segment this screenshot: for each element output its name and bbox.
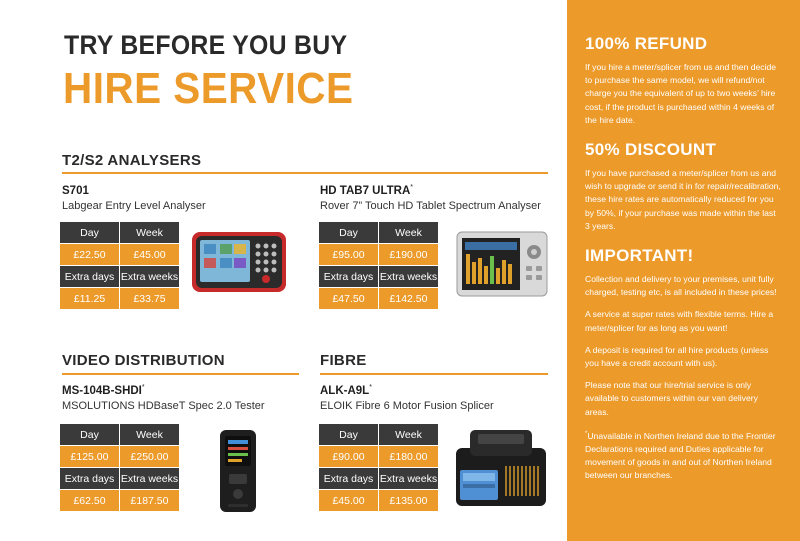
price-week: £190.00 — [378, 243, 439, 266]
refund-text: If you hire a meter/splicer from us and … — [585, 62, 777, 125]
main-column: TRY BEFORE YOU BUY HIRE SERVICE T2/S2 AN… — [59, 30, 548, 512]
important-heading: IMPORTANT! — [585, 246, 694, 266]
section-heading-fibre: FIBRE — [320, 352, 367, 369]
product-code: ALK-A9L* — [320, 384, 372, 397]
note-flexible-terms: A service at super rates with flexible t… — [585, 309, 774, 333]
tablet-analyser-image — [456, 231, 548, 297]
product-description: Labgear Entry Level Analyser — [62, 199, 206, 212]
page-title-line2: HIRE SERVICE — [63, 64, 354, 113]
discount-text: If you have purchased a meter/splicer fr… — [585, 168, 781, 231]
note-collection-delivery: Collection and delivery to your premises… — [585, 274, 777, 298]
price-extra-weeks: £187.50 — [119, 489, 180, 512]
section-rule-video — [62, 373, 299, 375]
product-code: MS-104B-SHDI* — [62, 384, 145, 397]
header-extra-weeks: Extra weeks — [378, 265, 439, 288]
price-extra-weeks: £33.75 — [119, 287, 180, 310]
product-hd-tab7-ultra: HD TAB7 ULTRA* Rover 7” Touch HD Tablet … — [320, 184, 541, 212]
price-day: £95.00 — [318, 243, 379, 266]
price-extra-days: £11.25 — [59, 287, 120, 310]
note-northern-ireland: *Unavailable in Northen Ireland due to t… — [585, 430, 776, 481]
product-s701: S701 Labgear Entry Level Analyser — [62, 184, 206, 212]
discount-heading: 50% DISCOUNT — [585, 140, 717, 160]
header-day: Day — [59, 221, 120, 244]
header-day: Day — [318, 221, 379, 244]
price-extra-weeks: £135.00 — [378, 489, 439, 512]
header-week: Week — [378, 423, 439, 446]
price-day: £22.50 — [59, 243, 120, 266]
header-extra-days: Extra days — [318, 265, 379, 288]
header-day: Day — [59, 423, 120, 446]
section-rule-fibre — [320, 373, 548, 375]
important-block: IMPORTANT! Collection and delivery to yo… — [585, 246, 782, 483]
page-title-line1: TRY BEFORE YOU BUY — [64, 30, 348, 60]
price-week: £45.00 — [119, 243, 180, 266]
product-ms-104b-shdi: MS-104B-SHDI* MSOLUTIONS HDBaseT Spec 2.… — [62, 384, 265, 412]
header-extra-weeks: Extra weeks — [378, 467, 439, 490]
refund-heading: 100% REFUND — [585, 34, 708, 53]
product-code: S701 — [62, 184, 89, 197]
refund-block: 100% REFUND If you hire a meter/splicer … — [585, 34, 782, 127]
info-sidebar: 100% REFUND If you hire a meter/splicer … — [567, 0, 800, 541]
header-extra-weeks: Extra weeks — [119, 265, 180, 288]
price-extra-days: £62.50 — [59, 489, 120, 512]
product-description: MSOLUTIONS HDBaseT Spec 2.0 Tester — [62, 399, 265, 412]
price-extra-weeks: £142.50 — [378, 287, 439, 310]
header-extra-days: Extra days — [59, 467, 120, 490]
price-day: £90.00 — [318, 445, 379, 468]
product-alk-a9l: ALK-A9L* ELOIK Fibre 6 Motor Fusion Spli… — [320, 384, 494, 412]
product-description: Rover 7” Touch HD Tablet Spectrum Analys… — [320, 199, 541, 212]
price-day: £125.00 — [59, 445, 120, 468]
note-deposit: A deposit is required for all hire produ… — [585, 344, 769, 369]
note-delivery-areas: Please note that our hire/trial service … — [585, 380, 758, 417]
analyser-device-image — [192, 232, 286, 292]
section-heading-t2s2: T2/S2 ANALYSERS — [62, 152, 202, 169]
header-extra-weeks: Extra weeks — [119, 467, 180, 490]
header-extra-days: Extra days — [318, 467, 379, 490]
section-heading-video-distribution: VIDEO DISTRIBUTION — [62, 352, 225, 369]
header-week: Week — [378, 221, 439, 244]
price-week: £250.00 — [119, 445, 180, 468]
price-extra-days: £45.00 — [318, 489, 379, 512]
header-extra-days: Extra days — [59, 265, 120, 288]
section-rule-t2s2 — [62, 172, 548, 174]
product-description: ELOIK Fibre 6 Motor Fusion Splicer — [320, 399, 494, 412]
price-extra-days: £47.50 — [318, 287, 379, 310]
hdbaset-tester-image — [220, 430, 256, 512]
header-week: Week — [119, 423, 180, 446]
fusion-splicer-image — [456, 430, 546, 506]
product-code: HD TAB7 ULTRA* — [320, 184, 414, 197]
price-week: £180.00 — [378, 445, 439, 468]
header-week: Week — [119, 221, 180, 244]
header-day: Day — [318, 423, 379, 446]
discount-block: 50% DISCOUNT If you have purchased a met… — [585, 140, 782, 233]
